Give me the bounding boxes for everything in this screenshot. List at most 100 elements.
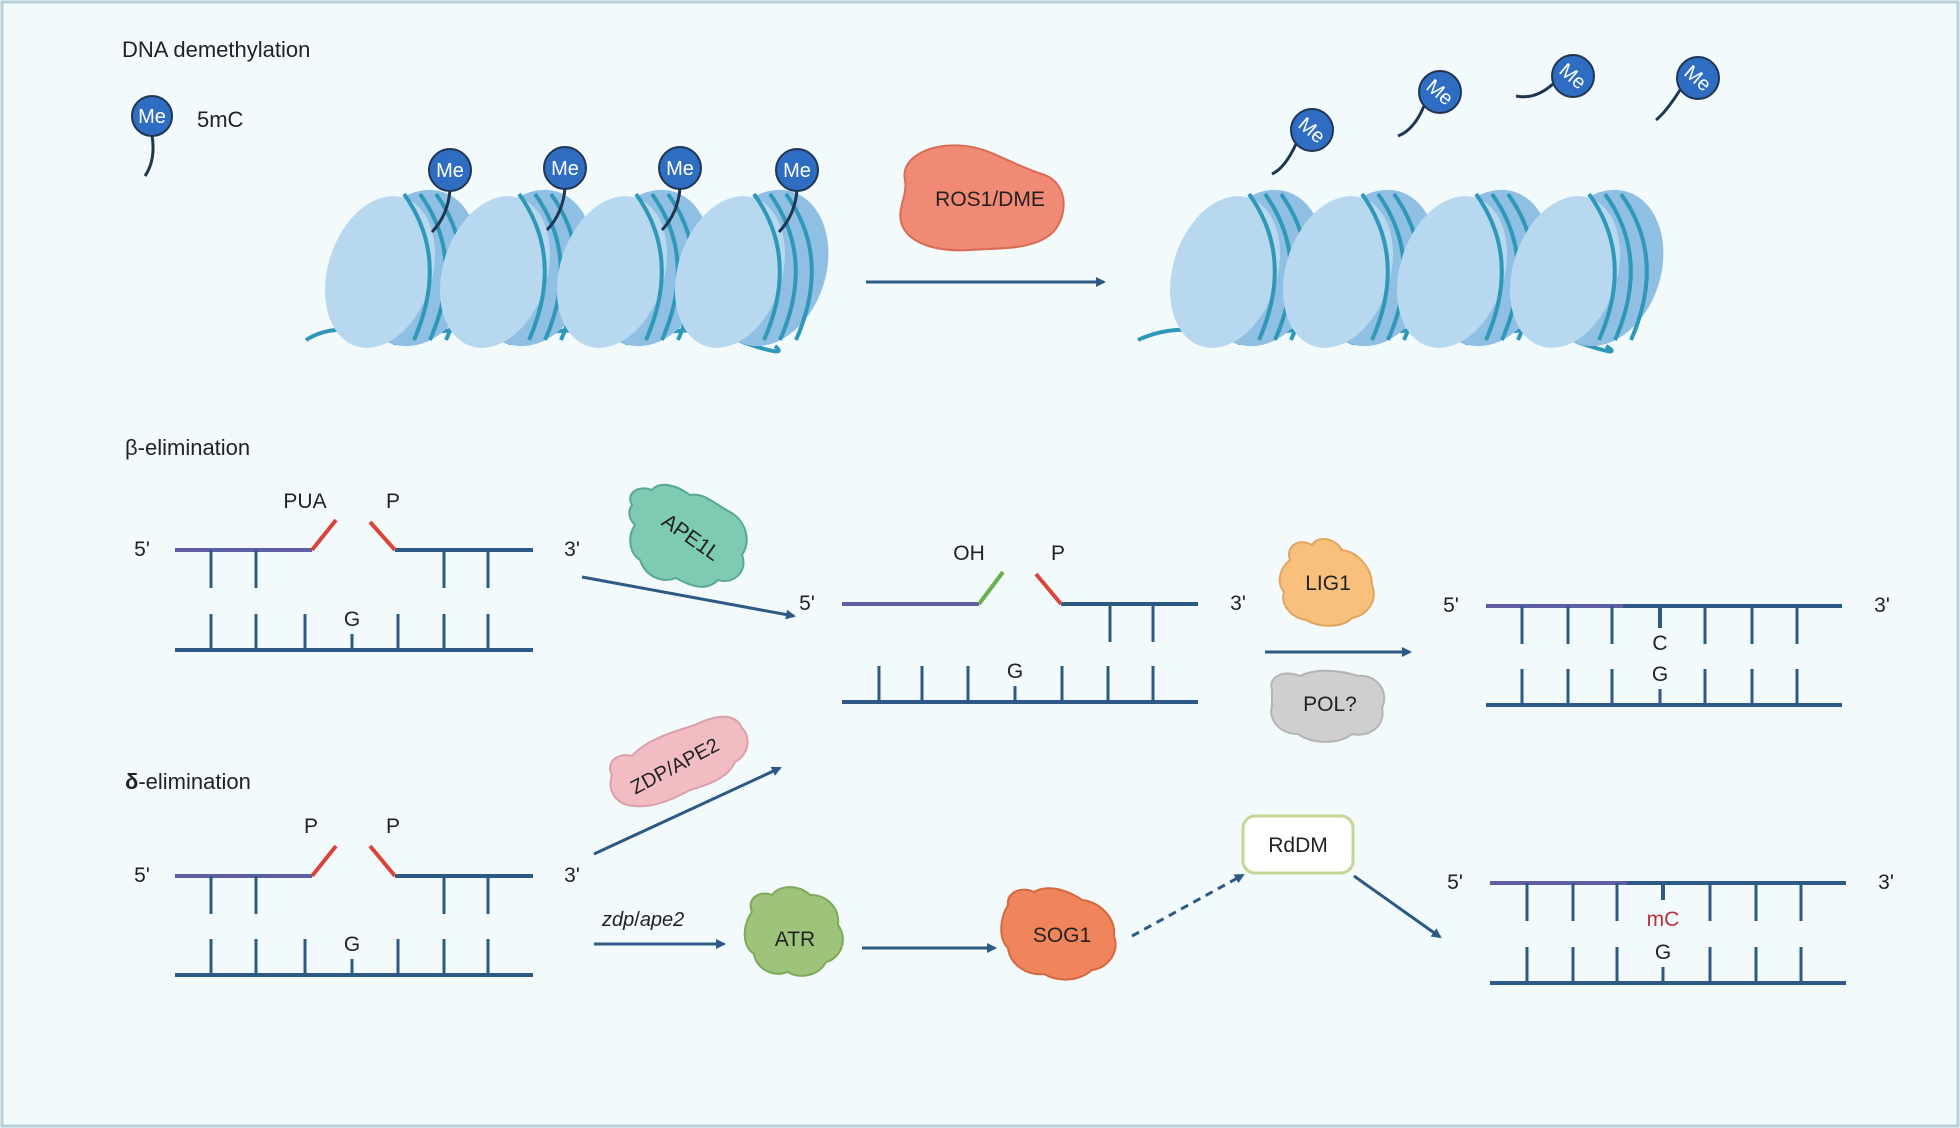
cut-p-right xyxy=(368,844,397,878)
delta-suffix: -elimination xyxy=(138,769,251,794)
lig1-blob xyxy=(1278,538,1375,627)
dna-wrap xyxy=(634,192,664,341)
nucleosome-face xyxy=(1282,196,1394,348)
rddm-frame xyxy=(1241,814,1355,875)
ape1l-blob xyxy=(628,483,748,588)
cut-pua xyxy=(310,518,338,552)
nucleosome-face xyxy=(1169,196,1281,348)
me-attached: Me xyxy=(428,148,472,234)
dna-wrap xyxy=(768,192,798,341)
me-attached: Me xyxy=(543,146,587,232)
ros1-dme-label: ROS1/DME xyxy=(935,188,1045,211)
me-ball xyxy=(658,146,702,190)
p-label: P xyxy=(1051,542,1065,565)
p-left-label: P xyxy=(304,815,318,838)
legend-me-ball xyxy=(131,95,173,137)
me-ball xyxy=(1290,108,1334,152)
atr-blob xyxy=(743,886,844,977)
mutant-zdp: zdp xyxy=(601,909,634,931)
three-prime-label: 3' xyxy=(1874,594,1890,617)
three-prime-label: 3' xyxy=(564,538,580,561)
base-g-label: G xyxy=(344,933,360,956)
p-right-label: P xyxy=(386,815,400,838)
enzyme-ape1l: APE1L xyxy=(628,483,748,588)
mutant-label: zdp/ape2 xyxy=(601,909,684,931)
legend-5mc: Me 5mC xyxy=(131,95,244,177)
cut-oh xyxy=(977,570,1005,606)
me-stalk xyxy=(660,187,682,232)
enzyme-zdp-ape2: ZDP/APE2 xyxy=(609,715,749,808)
enzyme-lig1: LIG1 xyxy=(1278,538,1375,627)
nucleosome-face xyxy=(674,196,786,348)
enzyme-atr: ATR xyxy=(743,886,844,977)
three-prime-label: 3' xyxy=(1878,871,1894,894)
mutant-slash: / xyxy=(634,909,640,931)
arrow-rddm-to-methylated-dna xyxy=(1353,874,1442,939)
me-stalk xyxy=(1271,143,1298,176)
five-prime-label: 5' xyxy=(1443,594,1459,617)
enzyme-sog1: SOG1 xyxy=(1000,887,1117,981)
dna-wrap xyxy=(533,192,563,341)
section-title-beta-elimination: β-elimination xyxy=(125,435,250,460)
dna-wrap xyxy=(1587,192,1617,341)
dna-wrap xyxy=(1360,192,1390,341)
section-title-delta-elimination: δ-elimination xyxy=(125,769,251,794)
me-ball xyxy=(428,148,472,192)
dna-wrap xyxy=(752,192,782,341)
dna-duplex-repaired: G 5' 3' C xyxy=(1443,594,1890,707)
dna-wrap xyxy=(1247,192,1277,341)
dna-wrap xyxy=(402,192,432,341)
five-prime-label: 5' xyxy=(1447,871,1463,894)
me-text: Me xyxy=(551,158,579,180)
methyl-groups-attached: Me Me Me Me xyxy=(428,146,819,234)
nucleosome-array-demethylated xyxy=(1137,189,1664,354)
dna-wrap xyxy=(517,192,547,341)
ros1-dme-blob xyxy=(899,144,1065,252)
oh-label: OH xyxy=(953,542,985,565)
me-released: Me xyxy=(1271,108,1334,176)
me-released: Me xyxy=(1655,56,1720,122)
pol-blob xyxy=(1270,669,1386,743)
base-g-label: G xyxy=(1007,660,1023,683)
five-prime-label: 5' xyxy=(134,538,150,561)
atr-label: ATR xyxy=(775,928,815,951)
dna-wrap xyxy=(1603,192,1633,341)
three-prime-label: 3' xyxy=(564,864,580,887)
zdp-ape2-blob xyxy=(609,715,749,808)
nucleosome-array-methylated xyxy=(304,189,829,354)
base-g-label: G xyxy=(1655,941,1671,964)
me-ball xyxy=(1676,56,1720,100)
me-attached: Me xyxy=(658,146,702,232)
five-prime-label: 5' xyxy=(134,864,150,887)
me-text: Me xyxy=(436,160,464,182)
base-mc-label: mC xyxy=(1647,908,1680,931)
base-c-label: C xyxy=(1652,632,1667,655)
cut-p xyxy=(368,520,397,552)
lig1-label: LIG1 xyxy=(1305,572,1351,595)
me-ball xyxy=(1418,70,1462,114)
me-stalk xyxy=(430,189,452,234)
delta-symbol: δ xyxy=(125,769,138,794)
base-g-label: G xyxy=(1652,663,1668,686)
sog1-label: SOG1 xyxy=(1033,924,1091,947)
nucleosome xyxy=(674,189,829,348)
enzyme-ros1-dme: ROS1/DME xyxy=(899,144,1065,252)
me-stalk xyxy=(1515,82,1554,99)
dna-wrap xyxy=(784,192,814,341)
me-ball xyxy=(775,148,819,192)
legend-me-text: Me xyxy=(138,106,166,128)
three-prime-label: 3' xyxy=(1230,592,1246,615)
cut-p-left xyxy=(310,844,338,878)
me-released: Me xyxy=(1515,54,1595,99)
rddm-label: RdDM xyxy=(1268,834,1328,857)
nucleosome-face xyxy=(439,196,551,348)
cut-p xyxy=(1034,572,1063,606)
me-stalk xyxy=(777,189,799,234)
dna-wrap xyxy=(650,192,680,341)
dna-duplex-delta-elimination: G 5' 3' P P xyxy=(134,815,580,977)
me-text: Me xyxy=(666,158,694,180)
me-attached: Me xyxy=(775,148,819,234)
